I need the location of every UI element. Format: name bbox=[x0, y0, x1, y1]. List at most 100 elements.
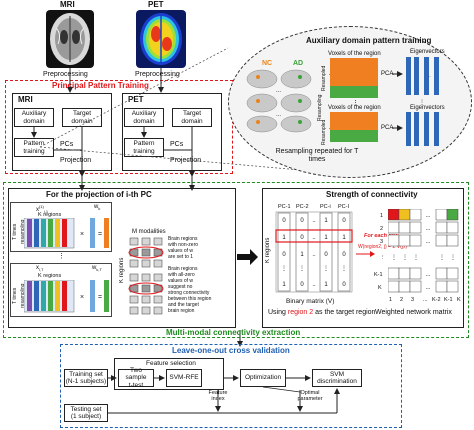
svg-text:...: ... bbox=[425, 285, 430, 291]
svg-text:×: × bbox=[80, 294, 84, 301]
svg-text:0: 0 bbox=[300, 282, 304, 288]
pet-pcs-label: PCs bbox=[170, 141, 184, 148]
wnm-col-label-k2: K-2 bbox=[432, 297, 441, 303]
wnm-col-label-k: K bbox=[457, 297, 461, 303]
testing-set-box: Testing set (1 subject) bbox=[64, 404, 108, 422]
wnm-row-label-dots: ⋮ bbox=[380, 255, 386, 261]
aux-ellipsis: ⋮ bbox=[352, 100, 359, 107]
optimization-box: Optimization bbox=[240, 369, 286, 387]
svg-text:⋮: ⋮ bbox=[450, 255, 456, 261]
resampling-repeated-label: Resampling repeated for T times bbox=[275, 148, 359, 163]
pet-brain-image bbox=[136, 10, 186, 68]
formula-arrow bbox=[356, 251, 375, 257]
mri-brain-image bbox=[46, 10, 94, 68]
pet-target-domain-box: Target domain bbox=[172, 108, 212, 127]
svg-text:..: .. bbox=[312, 218, 316, 224]
svg-text:⋮: ⋮ bbox=[402, 255, 408, 261]
svg-text:=: = bbox=[98, 294, 102, 301]
binary-matrix-label: Binary matrix (V) bbox=[286, 298, 335, 305]
principal-pattern-training-title: Principal Pattern Training bbox=[52, 81, 149, 90]
w-top-label: wk bbox=[94, 204, 101, 212]
voxels-top-label: Voxels of the region bbox=[328, 51, 381, 57]
eigenvectors-bottom-label: Eigenvectors bbox=[410, 105, 445, 111]
svg-text:⋮: ⋮ bbox=[413, 255, 419, 261]
svg-text:..: .. bbox=[312, 282, 316, 288]
svg-text:1: 1 bbox=[282, 282, 286, 288]
m-modalities-label: M modalities bbox=[132, 229, 166, 235]
aux-training-title: Auxiliary domain pattern training bbox=[306, 36, 432, 45]
brain-surface-thumbnails: ... ... bbox=[246, 69, 312, 133]
wnm-row-label-2: 2 bbox=[380, 226, 384, 232]
mri-target-domain-box: Target domain bbox=[62, 108, 102, 127]
eigenvectors-top-label: Eigenvectors bbox=[410, 49, 445, 55]
loocv-frame bbox=[60, 344, 402, 428]
svg-text:..: .. bbox=[312, 252, 316, 258]
mri-top-label: MRI bbox=[60, 0, 75, 9]
multimodal-title: Multi-modal connectivity extraction bbox=[166, 328, 301, 337]
svg-text:...: ... bbox=[425, 213, 430, 219]
target-region-caption: Using region 2 as the target region bbox=[268, 309, 376, 316]
svg-text:1: 1 bbox=[324, 282, 328, 288]
svg-text:1: 1 bbox=[324, 235, 328, 241]
pet-training-title: PET bbox=[128, 95, 144, 104]
pet-training-box bbox=[122, 93, 222, 171]
mri-preprocessing-label: Preprocessing bbox=[43, 71, 88, 78]
training-set-box: Training set (N-1 subjects) bbox=[64, 369, 108, 387]
svm-discrimination-box: SVM discrimination bbox=[312, 369, 362, 387]
nc-label: NC bbox=[262, 60, 273, 67]
pc-label-I: PC-I bbox=[338, 204, 349, 210]
pet-top-label: PET bbox=[148, 0, 164, 9]
wnm-col-label-dots: ... bbox=[423, 297, 428, 303]
pc-label-2: PC-2 bbox=[296, 204, 309, 210]
svg-text:1: 1 bbox=[300, 252, 304, 258]
pet-aux-domain-box: Auxiliary domain bbox=[124, 108, 164, 127]
mri-aux-domain-box: Auxiliary domain bbox=[14, 108, 54, 127]
wnm-row-label-1: 1 bbox=[380, 213, 384, 219]
projection-title: For the projection of i-th PC bbox=[46, 190, 152, 199]
svg-text:0: 0 bbox=[342, 218, 346, 224]
projection-ellipsis: ⋮ bbox=[58, 253, 65, 260]
svg-text:..: .. bbox=[428, 73, 431, 79]
mri-pattern-training-box: Pattern training bbox=[14, 138, 54, 157]
multimodal-frame bbox=[3, 182, 469, 338]
pca-top-label: PCA bbox=[381, 71, 394, 77]
pc-label-i: PC-i bbox=[320, 204, 331, 210]
ad-label: AD bbox=[293, 60, 304, 67]
x-top-label: x(1)i,1 bbox=[36, 204, 49, 215]
svg-text:⋮: ⋮ bbox=[419, 100, 425, 106]
svg-text:...: ... bbox=[276, 112, 281, 118]
svg-text:..: .. bbox=[312, 235, 316, 241]
svg-text:0: 0 bbox=[342, 282, 346, 288]
projection-top-group bbox=[10, 202, 112, 252]
strength-panel bbox=[262, 188, 464, 328]
resampled-top-orange bbox=[330, 58, 378, 86]
svg-text:1: 1 bbox=[324, 218, 328, 224]
resampled-bottom-orange bbox=[330, 112, 378, 130]
weight-formula: W(region2, j) = Σ V(j,i) bbox=[358, 244, 408, 250]
svg-text:...: ... bbox=[425, 239, 430, 245]
svg-text:...: ... bbox=[276, 88, 281, 94]
wnm-col-label-1: 1 bbox=[389, 297, 393, 303]
projection-panel bbox=[8, 188, 236, 328]
eigenvector-bars: ⋮ .. bbox=[392, 57, 439, 146]
strength-title: Strength of connectivity bbox=[326, 190, 418, 199]
resampled-top-green bbox=[330, 86, 378, 98]
wnm-row-label-3: 3 bbox=[380, 239, 384, 245]
wnm-col-label-2: 2 bbox=[400, 297, 404, 303]
svg-text:⋮: ⋮ bbox=[299, 266, 305, 272]
wnm-col-label-3: 3 bbox=[411, 297, 415, 303]
svg-text:0: 0 bbox=[324, 252, 328, 258]
mri-training-title: MRI bbox=[18, 95, 33, 104]
k-regions-bottom-label: K regions bbox=[38, 273, 62, 279]
svg-text:0: 0 bbox=[300, 218, 304, 224]
projection-bottom-group bbox=[10, 263, 112, 317]
pet-preprocessing-label: Preprocessing bbox=[135, 71, 180, 78]
projection-bottom-bars: × = bbox=[24, 280, 109, 313]
principal-pattern-training-frame bbox=[5, 80, 233, 174]
svg-text:0: 0 bbox=[300, 235, 304, 241]
x-bottom-label: xi,T bbox=[36, 265, 44, 273]
svg-text:0: 0 bbox=[342, 252, 346, 258]
